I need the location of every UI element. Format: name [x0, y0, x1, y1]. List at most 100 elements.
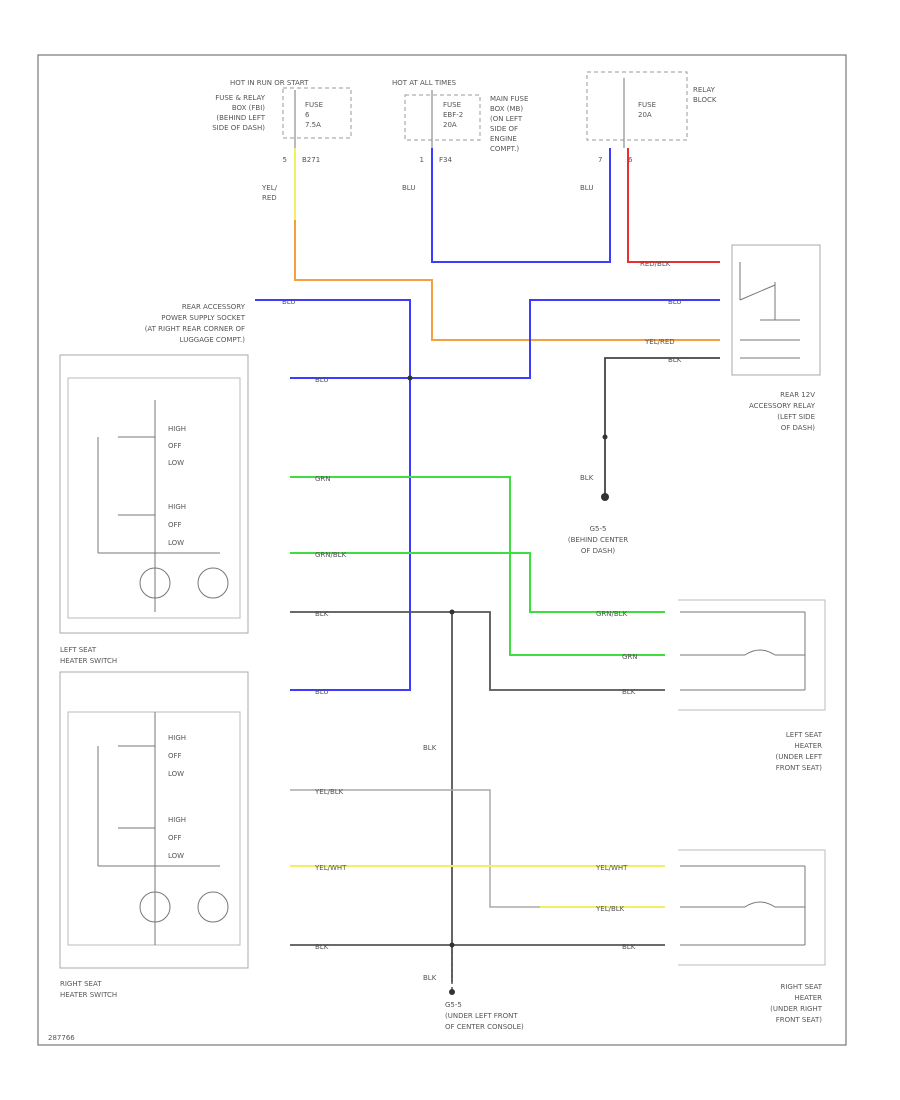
wire-label-h1-grn: GRN: [622, 653, 638, 661]
right-heater-label-3: (UNDER RIGHT: [770, 1005, 823, 1013]
wire-label-s2-blu: BLU: [315, 688, 328, 696]
fuse2-box: [404, 94, 481, 141]
wire-label-rear-blu: BLU: [282, 298, 295, 306]
lamp-icon: [197, 891, 229, 923]
ground-g2: [449, 989, 455, 995]
right-switch-label-2: HEATER SWITCH: [60, 991, 117, 999]
wire-blk-1: [290, 611, 665, 691]
wire-label-relay-blk: BLK: [668, 356, 682, 364]
sw1-low-2: LOW: [168, 539, 184, 547]
fuse2-desc-4: SIDE OF: [490, 125, 518, 133]
wire-relay-ground: [604, 357, 720, 495]
fuse1-terminal: B271: [302, 156, 320, 164]
right-heater-label-1: RIGHT SEAT: [780, 983, 822, 991]
wire-yel-blk: [290, 789, 665, 908]
wire-label-blu-2: BLU: [580, 184, 593, 192]
left-heater-label-2: HEATER: [795, 742, 823, 750]
sw2-low-2: LOW: [168, 852, 184, 860]
fuse3-label-2: 20A: [638, 111, 652, 119]
wire-label-yel: YEL/: [261, 184, 278, 192]
wire-label-s1-grn: GRN: [315, 475, 331, 483]
left-switch-label-2: HEATER SWITCH: [60, 657, 117, 665]
fuse3-label-1: FUSE: [638, 101, 656, 109]
wire-blue-feed: [431, 148, 611, 263]
sw1-off-1: OFF: [168, 442, 182, 450]
fuse2-label-2: EBF-2: [443, 111, 463, 119]
fuse1-box: [282, 87, 352, 139]
rear-socket-label-3: (AT RIGHT REAR CORNER OF: [145, 325, 245, 333]
fuse1-desc-4: SIDE OF DASH): [212, 124, 265, 132]
wire-label-s1-grnblk: GRN/BLK: [315, 551, 347, 559]
right-heater-label-2: HEATER: [795, 994, 823, 1002]
left-heater-label-3: (UNDER LEFT: [776, 753, 823, 761]
wire-label-mid-blk: BLK: [423, 744, 437, 752]
sw1-high-1: HIGH: [168, 425, 186, 433]
rear-accessory-relay: [731, 244, 821, 376]
wire-label-g2-blk: BLK: [423, 974, 437, 982]
fuse2-desc-5: ENGINE: [490, 135, 517, 143]
fuse2-label-3: 20A: [443, 121, 457, 129]
sw1-off-2: OFF: [168, 521, 182, 529]
relay-label-3: (LEFT SIDE: [777, 413, 815, 421]
right-switch-label-1: RIGHT SEAT: [60, 980, 102, 988]
fuse2-desc-6: COMPT.): [490, 145, 519, 153]
wire-label-h1-grnblk: GRN/BLK: [596, 610, 628, 618]
left-heater-label-1: LEFT SEAT: [786, 731, 823, 739]
g2-label-2: (UNDER LEFT FRONT: [445, 1012, 518, 1020]
left-heater-label-4: FRONT SEAT): [776, 764, 823, 772]
wire-label-relay-blu: BLU: [668, 298, 681, 306]
g1-label-3: OF DASH): [581, 547, 616, 555]
fuse2-label-1: FUSE: [443, 101, 461, 109]
lamp-icon: [197, 567, 229, 599]
g2-label-3: OF CENTER CONSOLE): [445, 1023, 524, 1031]
wire-label-ground-blk: BLK: [580, 474, 594, 482]
right-seat-heater-switch: HIGH OFF LOW HIGH OFF LOW: [59, 671, 249, 969]
relay-label-4: OF DASH): [781, 424, 816, 432]
wire-label-h2-yelblk: YEL/BLK: [595, 905, 625, 913]
fuse1-desc-3: (BEHIND LEFT: [216, 114, 265, 122]
left-switch-label-1: LEFT SEAT: [60, 646, 97, 654]
fuse-block-2: HOT AT ALL TIMES FUSE EBF-2 20A MAIN FUS…: [392, 79, 528, 164]
ground-g1: [601, 434, 609, 501]
fuse1-label-1: FUSE: [305, 101, 323, 109]
sw2-high-1: HIGH: [168, 734, 186, 742]
wire-label-blu-1: BLU: [402, 184, 415, 192]
wire-label-s1-blk: BLK: [315, 610, 329, 618]
lamp-icon: [139, 567, 171, 599]
rear-socket-label-1: REAR ACCESSORY: [182, 303, 246, 311]
wire-label-relay-yelred: YEL/RED: [644, 338, 675, 346]
rear-socket-label-2: POWER SUPPLY SOCKET: [161, 314, 245, 322]
fuse-block-1: HOT IN RUN OR START FUSE 6 7.5A FUSE & R…: [212, 79, 352, 164]
wire-label-h1-blk: BLK: [622, 688, 636, 696]
fuse3-desc-1: RELAY: [693, 86, 716, 94]
left-seat-heater-switch: HIGH OFF LOW HIGH OFF LOW: [59, 354, 249, 634]
wire-label-s2-yelwht: YEL/WHT: [314, 864, 347, 872]
sw1-high-2: HIGH: [168, 503, 186, 511]
wire-label-h2-yelwht: YEL/WHT: [595, 864, 628, 872]
relay-label-1: REAR 12V: [780, 391, 815, 399]
fuse1-label-3: 7.5A: [305, 121, 321, 129]
wire-label-red-blk: RED/BLK: [640, 260, 671, 268]
wire-blue-rear-top: [255, 299, 411, 691]
fuse2-desc-3: (ON LEFT: [490, 115, 523, 123]
fuse2-terminal: F34: [439, 156, 452, 164]
wire-label-red: RED: [262, 194, 277, 202]
wire-label-s2-yelblk: YEL/BLK: [314, 788, 344, 796]
fuse3-pin-right: 6: [628, 156, 633, 164]
fuse3-box: [586, 71, 688, 141]
wire-label-s2-blk: BLK: [315, 943, 329, 951]
diagram-border: [37, 54, 847, 1046]
fuse1-hot-label: HOT IN RUN OR START: [230, 79, 309, 87]
fuse1-label-2: 6: [305, 111, 310, 119]
sw2-low-1: LOW: [168, 770, 184, 778]
fuse2-hot-label: HOT AT ALL TIMES: [392, 79, 457, 87]
fuse1-desc-1: FUSE & RELAY: [215, 94, 266, 102]
figure-id: 287766: [48, 1034, 75, 1042]
g2-label-1: G5-5: [445, 1001, 462, 1009]
fuse3-desc-2: BLOCK: [693, 96, 717, 104]
g1-label-1: G5-5: [590, 525, 607, 533]
fuse2-desc-2: BOX (MB): [490, 105, 523, 113]
fuse-block-3: FUSE 20A RELAY BLOCK 7 6: [586, 71, 717, 164]
fuse2-pin: 1: [420, 156, 424, 164]
sw1-low-1: LOW: [168, 459, 184, 467]
